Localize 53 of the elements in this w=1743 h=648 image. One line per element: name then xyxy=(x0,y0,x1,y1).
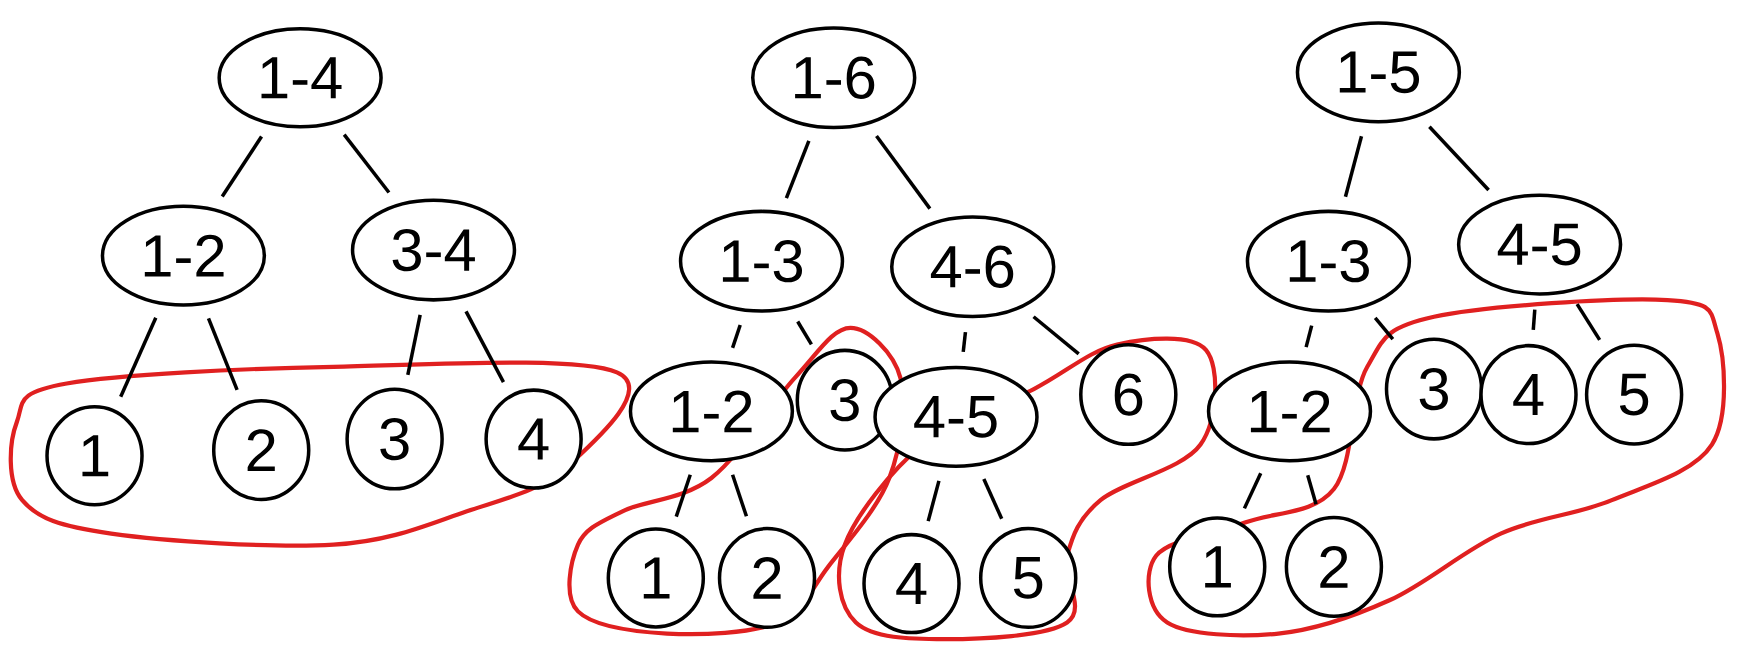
tree-edge xyxy=(1373,316,1395,341)
tree-node: 4 xyxy=(1479,343,1578,446)
tree-node: 1-4 xyxy=(217,27,383,129)
tree-node: 1-2 xyxy=(628,360,795,463)
tree-node: 1 xyxy=(606,527,706,629)
tree-node: 4 xyxy=(484,388,583,490)
tree-edge xyxy=(119,317,158,398)
tree-node: 4-5 xyxy=(873,365,1039,468)
tree-node: 1-2 xyxy=(100,204,267,307)
tree-edge xyxy=(342,133,391,194)
tree-edge xyxy=(674,474,692,518)
tree-node: 4-6 xyxy=(890,215,1056,319)
tree-edge xyxy=(220,135,263,198)
tree-node: 1 xyxy=(45,405,144,507)
tree-edge xyxy=(796,320,813,346)
tree-node: 3 xyxy=(345,387,444,491)
tree-node: 5 xyxy=(978,526,1078,630)
tree-node: 5 xyxy=(1584,343,1684,446)
tree-node: 1-5 xyxy=(1295,21,1462,124)
tree-edge xyxy=(1242,472,1263,510)
tree-edge xyxy=(1428,125,1490,192)
tree-edge xyxy=(1304,325,1314,348)
tree-edge xyxy=(875,134,932,210)
tree-edge xyxy=(982,478,1004,520)
tree-edge xyxy=(206,317,239,391)
tree-edge xyxy=(464,310,505,383)
tree-edge xyxy=(1306,474,1318,505)
tree-node: 3 xyxy=(1384,337,1484,441)
tree-edge xyxy=(406,314,422,376)
tree-node: 1-3 xyxy=(678,209,845,313)
tree-node: 2 xyxy=(717,526,817,630)
tree-node: 1 xyxy=(1167,516,1267,618)
tree-edge xyxy=(730,324,742,349)
tree-edge xyxy=(926,480,941,522)
tree-node: 4 xyxy=(862,532,961,635)
tree-node: 3-4 xyxy=(350,198,517,302)
tree-edge xyxy=(961,332,968,353)
tree-edge xyxy=(730,474,749,517)
tree-edge xyxy=(784,140,811,199)
tree-edge xyxy=(1575,303,1602,341)
tree-node: 1-3 xyxy=(1245,209,1412,313)
tree-edge xyxy=(1032,315,1080,356)
tree-edge xyxy=(1531,309,1537,331)
node-label: 2 xyxy=(753,557,781,599)
tree-node: 1-2 xyxy=(1206,360,1373,463)
tree-node: 4-5 xyxy=(1456,193,1623,296)
tree-node: 1-6 xyxy=(751,26,917,130)
node-label: 1 xyxy=(1205,546,1231,588)
node-label: 5 xyxy=(1013,557,1043,599)
tree-node: 2 xyxy=(211,399,311,502)
tree-node: 6 xyxy=(1079,343,1178,447)
tree-edge xyxy=(1343,135,1364,198)
tree-node: 2 xyxy=(1284,515,1384,618)
